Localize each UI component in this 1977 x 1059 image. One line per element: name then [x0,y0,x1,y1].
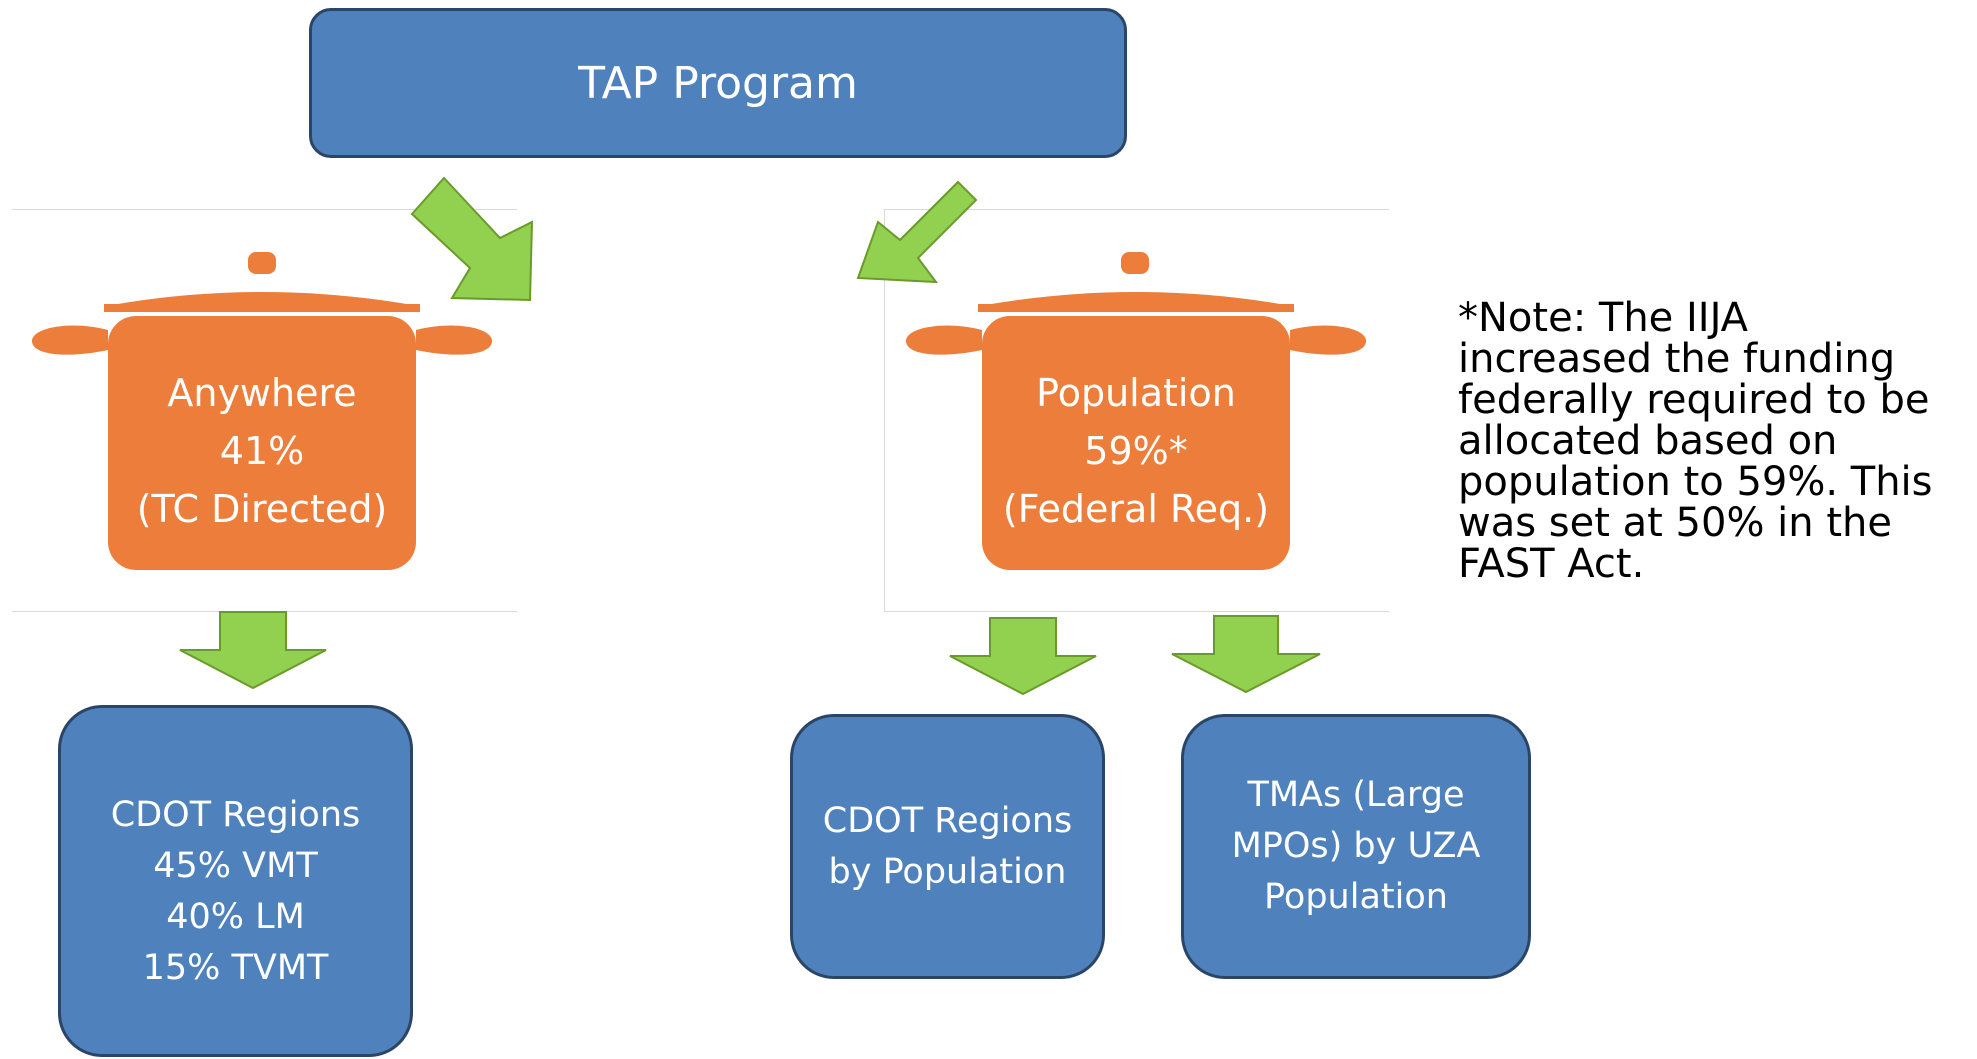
arrow-down-left-icon [856,180,978,284]
cooking-pot-icon-left [31,252,493,570]
cdot-regions-vmt-label: CDOT Regions 45% VMT 40% LM 15% TVMT [110,795,361,988]
cdot-regions-population-label: CDOT Regions by Population [822,800,1073,892]
tap-program-box: TAP Program [309,8,1127,158]
right-panel-bottom-line [884,611,1389,612]
tmas-uza-population-box: TMAs (Large MPOs) by UZA Population [1181,714,1531,979]
cdot-regions-vmt-box: CDOT Regions 45% VMT 40% LM 15% TVMT [58,705,413,1057]
tap-program-label: TAP Program [578,57,858,109]
footnote-text: *Note: The IIJA increased the funding fe… [1458,295,1933,587]
pot-right-label: Population 59%* (Federal Req.) [1002,371,1270,531]
left-panel-top-line [12,209,517,210]
arrow-down-icon-right [1171,615,1321,694]
right-panel-top-line [884,209,1389,210]
arrow-down-icon-middle [949,617,1097,696]
arrow-down-right-icon [410,176,534,302]
cooking-pot-icon-right [905,252,1367,570]
cdot-regions-population-box: CDOT Regions by Population [790,714,1105,979]
pot-left-label: Anywhere 41% (TC Directed) [136,371,388,531]
arrow-down-icon-left [179,611,327,690]
right-panel-left-line [884,209,885,611]
tmas-uza-population-label: TMAs (Large MPOs) by UZA Population [1231,775,1481,917]
